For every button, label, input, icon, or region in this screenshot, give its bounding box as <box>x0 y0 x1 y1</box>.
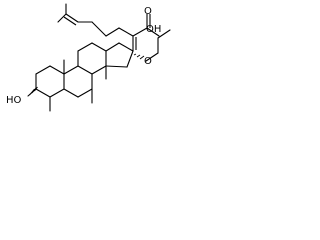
methyl-groups <box>49 59 107 112</box>
acetoxy-oxygen-label: O <box>144 56 152 67</box>
steroid-molecule-diagram: HO O OH O <box>6 3 171 112</box>
ring-c <box>77 42 107 75</box>
ring-a <box>35 65 65 98</box>
acid-oh-label: OH <box>146 24 161 35</box>
side-chain <box>57 3 137 51</box>
acetoxy-group: O <box>133 29 171 67</box>
hydroxyl-label: HO <box>6 95 22 106</box>
ring-d <box>105 42 134 68</box>
hydroxyl-group: HO <box>6 86 38 106</box>
carbonyl-oxygen-label: O <box>144 6 152 17</box>
ring-b <box>63 65 93 98</box>
carboxylic-acid: O OH <box>132 6 161 37</box>
